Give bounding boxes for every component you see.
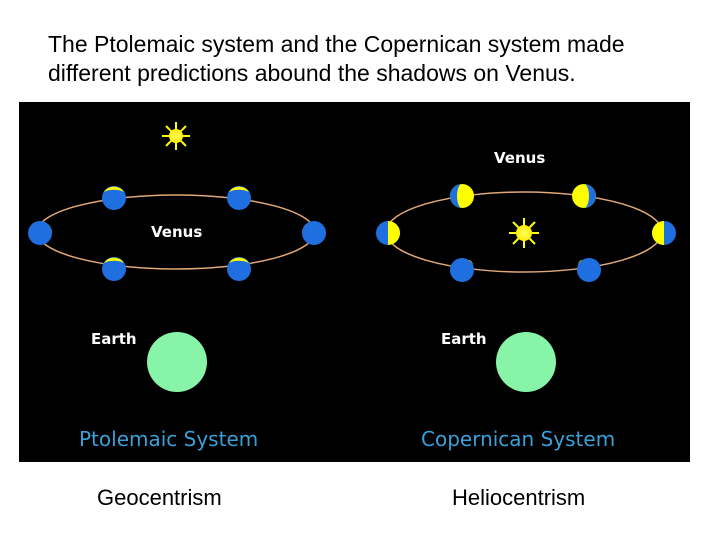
ptolemaic-venus-label: Venus	[151, 223, 202, 241]
copernican-earth	[496, 332, 556, 392]
copernican-diagram: Venus	[376, 149, 676, 451]
copernican-venus-bottom-right	[576, 258, 601, 282]
slide-title-line-1: The Ptolemaic system and the Copernican …	[48, 31, 625, 57]
copernican-venus-far-right	[652, 221, 676, 245]
copernican-venus-top-right	[572, 184, 596, 208]
copernican-venus-far-left	[376, 221, 400, 245]
diagram-panel: Venus Earth Ptolemaic System Venus	[19, 102, 690, 462]
ptolemaic-system-title: Ptolemaic System	[79, 427, 258, 451]
copernican-sun-icon	[509, 218, 539, 248]
slide-title-line-2: different predictions abound the shadows…	[48, 60, 576, 86]
copernican-venus-bottom-left	[450, 258, 475, 282]
geocentrism-caption: Geocentrism	[97, 485, 222, 510]
ptolemaic-earth-label: Earth	[91, 330, 137, 348]
slide-title: The Ptolemaic system and the Copernican …	[48, 30, 688, 88]
ptolemaic-venus-bottom-left	[102, 257, 126, 281]
copernican-system-title: Copernican System	[421, 427, 615, 451]
ptolemaic-venus-top-left	[102, 186, 126, 210]
ptolemaic-venus-bottom-right	[227, 257, 251, 281]
ptolemaic-earth	[147, 332, 207, 392]
ptolemaic-venus-far-left	[28, 221, 53, 245]
copernican-venus-top-left	[450, 184, 474, 208]
copernican-earth-label: Earth	[441, 330, 487, 348]
ptolemaic-sun-icon	[162, 122, 190, 150]
ptolemaic-venus-top-right	[227, 186, 251, 210]
copernican-venus-label: Venus	[494, 149, 545, 167]
ptolemaic-diagram: Venus Earth Ptolemaic System	[28, 122, 326, 451]
ptolemaic-venus-far-right	[301, 221, 326, 245]
heliocentrism-caption: Heliocentrism	[452, 485, 586, 510]
venus-phases-diagram: Venus Earth Ptolemaic System Venus	[28, 122, 676, 451]
